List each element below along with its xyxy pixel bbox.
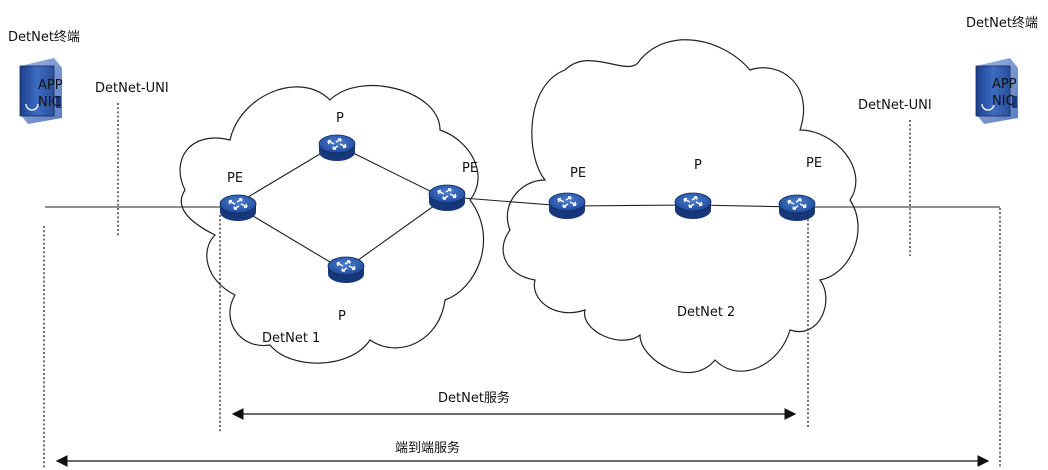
label-terminal-right: DetNet终端 [966, 15, 1038, 31]
link-pe1l-ptop [237, 147, 331, 204]
link-pe1l-pbot [237, 206, 341, 269]
router-pe2-left [548, 192, 586, 220]
router-p-mid [674, 192, 712, 220]
label-p-bottom: P [338, 309, 346, 324]
link-ptop-pe1r [342, 147, 441, 197]
label-p-mid: P [694, 158, 702, 173]
label-uni-left: DetNet-UNI [95, 81, 169, 96]
link-pmid-pe2r [694, 204, 796, 208]
router-pe1-right [428, 184, 466, 212]
label-detnet2: DetNet 2 [677, 305, 735, 320]
router-p-top [318, 134, 356, 162]
label-p-top: P [336, 111, 344, 126]
router-p-bottom [327, 256, 365, 284]
label-pe1-right: PE [462, 161, 478, 176]
label-pe2-right: PE [806, 156, 822, 171]
label-nic-right: NIC [992, 94, 1015, 109]
label-terminal-left: DetNet终端 [8, 29, 80, 45]
server-icon-right [975, 58, 1018, 124]
router-pe2-right [778, 194, 816, 222]
label-app-left: APP [38, 78, 63, 93]
label-pe2-left: PE [570, 166, 586, 181]
label-detnet1: DetNet 1 [262, 331, 320, 346]
label-pe1-left: PE [227, 171, 243, 186]
link-pbot-pe1r [346, 197, 446, 269]
label-app-right: APP [992, 77, 1017, 92]
link-pe1r-pe2l [449, 196, 566, 207]
server-icon-left [19, 58, 62, 124]
label-end-to-end: 端到端服务 [395, 440, 460, 456]
detnet1-cloud [179, 85, 485, 364]
label-detnet-service: DetNet服务 [438, 390, 510, 406]
link-pe2l-pmid [569, 204, 691, 207]
label-nic-left: NIC [38, 95, 61, 110]
router-pe1-left [219, 194, 257, 222]
label-uni-right: DetNet-UNI [858, 98, 932, 113]
